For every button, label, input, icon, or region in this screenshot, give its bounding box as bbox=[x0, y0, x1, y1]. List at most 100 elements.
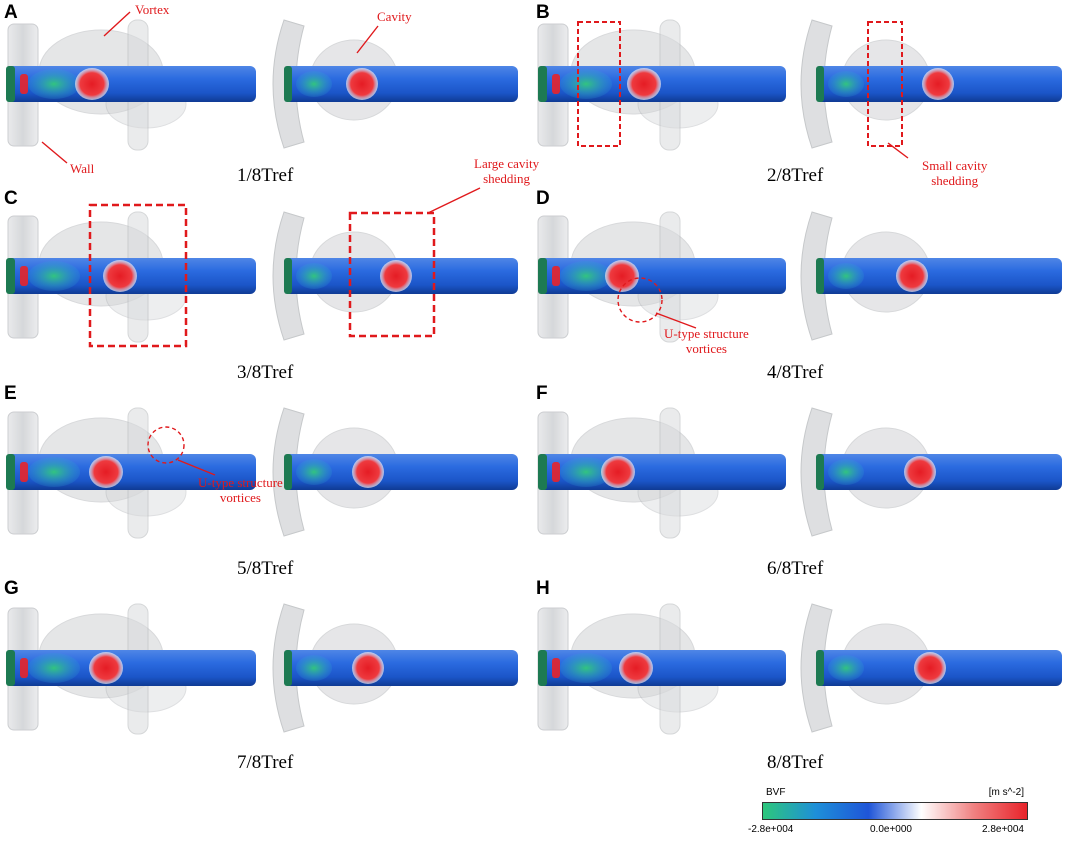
time-label-c: 3/8Tref bbox=[237, 362, 294, 383]
red-region bbox=[352, 652, 384, 684]
shaft-rod bbox=[816, 454, 1062, 490]
green-region bbox=[296, 655, 332, 681]
time-label-e: 5/8Tref bbox=[237, 558, 294, 579]
panel-letter-f: F bbox=[536, 383, 548, 404]
green-region bbox=[560, 69, 612, 99]
time-label-g: 7/8Tref bbox=[237, 752, 294, 773]
panel-letter-b: B bbox=[536, 2, 550, 23]
shaft-tip bbox=[816, 258, 824, 294]
red-region bbox=[601, 456, 635, 488]
time-label-f: 6/8Tref bbox=[767, 558, 824, 579]
annotation-utype-d: U-type structure vortices bbox=[664, 326, 749, 356]
time-label-b: 2/8Tref bbox=[767, 165, 824, 186]
snapshot-panel-e bbox=[6, 407, 518, 539]
red-region bbox=[75, 68, 109, 100]
utype-e-line1: U-type structure bbox=[198, 475, 283, 490]
red-region bbox=[552, 74, 560, 94]
red-region bbox=[619, 652, 653, 684]
legend-tick-mid: 0.0e+000 bbox=[870, 824, 912, 835]
annotation-large-cavity: Large cavity shedding bbox=[474, 156, 539, 186]
large-cavity-line1: Large cavity bbox=[474, 156, 540, 171]
utype-e-line2: vortices bbox=[219, 490, 261, 505]
time-label-a: 1/8Tref bbox=[237, 165, 294, 186]
shaft-tip bbox=[816, 454, 824, 490]
red-region bbox=[552, 658, 560, 678]
dashed-box-c1 bbox=[88, 203, 188, 348]
green-region bbox=[28, 69, 80, 99]
snapshot-panel-a bbox=[6, 19, 518, 151]
shaft-tip bbox=[538, 650, 547, 686]
shaft-tip bbox=[6, 258, 15, 294]
red-region bbox=[380, 260, 412, 292]
green-region bbox=[828, 459, 864, 485]
shaft-tip bbox=[538, 66, 547, 102]
leader-wall bbox=[41, 141, 68, 164]
red-region bbox=[352, 456, 384, 488]
red-region bbox=[103, 260, 137, 292]
snapshot-panel-h bbox=[537, 603, 1062, 735]
panel-letter-d: D bbox=[536, 188, 550, 209]
red-region bbox=[346, 68, 378, 100]
shaft-rod bbox=[284, 454, 518, 490]
annotation-wall: Wall bbox=[70, 161, 95, 176]
red-region bbox=[896, 260, 928, 292]
snapshot-panel-d bbox=[537, 211, 1062, 343]
leader-large-cavity bbox=[427, 187, 481, 214]
dashed-box-b1 bbox=[577, 21, 621, 147]
legend-color-bar bbox=[762, 802, 1028, 820]
panel-letter-g: G bbox=[4, 578, 19, 599]
red-region bbox=[20, 74, 28, 94]
red-region bbox=[904, 456, 936, 488]
leader-utype-e bbox=[177, 459, 216, 476]
snapshot-panel-b bbox=[537, 19, 1062, 151]
green-region bbox=[296, 71, 332, 97]
red-region bbox=[20, 658, 28, 678]
small-cavity-line2: shedding bbox=[931, 173, 979, 188]
green-region bbox=[828, 655, 864, 681]
legend-unit: [m s^-2] bbox=[988, 787, 1024, 798]
shaft-rod bbox=[816, 258, 1062, 294]
annotation-utype-e: U-type structure vortices bbox=[198, 475, 283, 505]
green-region bbox=[296, 459, 332, 485]
red-region bbox=[89, 456, 123, 488]
shaft-tip bbox=[6, 650, 15, 686]
red-region bbox=[552, 266, 560, 286]
shaft-tip bbox=[6, 66, 15, 102]
shaft-tip bbox=[284, 66, 292, 102]
time-label-h: 8/8Tref bbox=[767, 752, 824, 773]
utype-d-line2: vortices bbox=[685, 341, 727, 356]
panel-letter-a: A bbox=[4, 2, 18, 23]
red-region bbox=[627, 68, 661, 100]
shaft-tip bbox=[284, 454, 292, 490]
snapshot-panel-f bbox=[537, 407, 1062, 539]
red-region bbox=[914, 652, 946, 684]
legend-tick-min: -2.8e+004 bbox=[748, 824, 794, 835]
green-region bbox=[28, 261, 80, 291]
green-region bbox=[828, 263, 864, 289]
panel-letter-e: E bbox=[4, 383, 17, 404]
annotation-cavity: Cavity bbox=[377, 9, 412, 24]
red-region bbox=[922, 68, 954, 100]
leader-small-cavity bbox=[887, 142, 909, 159]
dashed-box-c2 bbox=[348, 211, 436, 338]
leader-utype-d bbox=[655, 312, 697, 329]
legend-title: BVF bbox=[766, 787, 786, 798]
shaft-tip bbox=[816, 650, 824, 686]
green-region bbox=[828, 71, 864, 97]
small-cavity-line1: Small cavity bbox=[922, 158, 988, 173]
color-legend: BVF [m s^-2] -2.8e+004 0.0e+000 2.8e+004 bbox=[748, 787, 1028, 839]
panel-letter-c: C bbox=[4, 188, 18, 209]
red-region bbox=[89, 652, 123, 684]
green-region bbox=[560, 653, 612, 683]
leader-cavity bbox=[356, 25, 379, 54]
annotation-small-cavity: Small cavity shedding bbox=[922, 158, 987, 188]
shaft-rod bbox=[284, 650, 518, 686]
shaft-rod bbox=[284, 66, 518, 102]
shaft-tip bbox=[538, 258, 547, 294]
legend-tick-max: 2.8e+004 bbox=[982, 824, 1024, 835]
red-region bbox=[20, 266, 28, 286]
red-region bbox=[605, 260, 639, 292]
leader-vortex bbox=[103, 11, 131, 37]
panel-letter-h: H bbox=[536, 578, 550, 599]
